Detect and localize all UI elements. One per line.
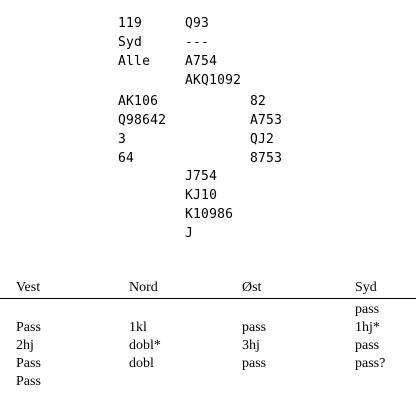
bid-cell: pass bbox=[242, 356, 267, 371]
bidding-header-nord: Nord bbox=[129, 280, 158, 295]
bid-cell: dobl* bbox=[129, 338, 161, 353]
north-clubs: AKQ1092 bbox=[185, 73, 242, 88]
bid-cell: pass bbox=[355, 338, 380, 353]
bid-cell: Pass bbox=[16, 320, 41, 335]
header-divider bbox=[0, 298, 416, 299]
bid-cell: pass bbox=[355, 302, 380, 317]
bid-cell: pass? bbox=[355, 356, 386, 371]
south-diamonds: K10986 bbox=[185, 207, 234, 222]
bid-cell: pass bbox=[242, 320, 267, 335]
bid-cell: dobl bbox=[129, 356, 154, 371]
east-diamonds: QJ2 bbox=[250, 132, 275, 147]
north-hearts: --- bbox=[185, 35, 210, 50]
north-spades: Q93 bbox=[185, 16, 210, 31]
dealer-label: Syd bbox=[118, 35, 143, 50]
west-hearts: Q98642 bbox=[118, 113, 167, 128]
vulnerability-label: Alle bbox=[118, 54, 151, 69]
bidding-header-vest: Vest bbox=[16, 280, 41, 295]
west-spades: AK106 bbox=[118, 94, 159, 109]
bidding-header-syd: Syd bbox=[355, 280, 377, 295]
bid-cell: 3hj bbox=[242, 338, 260, 353]
south-hearts: KJ10 bbox=[185, 188, 218, 203]
bidding-header-ost: Øst bbox=[242, 280, 262, 295]
north-diamonds: A754 bbox=[185, 54, 218, 69]
bid-cell: 2hj bbox=[16, 338, 34, 353]
board-number: 119 bbox=[118, 16, 143, 31]
bid-cell: Pass bbox=[16, 356, 41, 371]
south-clubs: J bbox=[185, 226, 194, 241]
bid-cell: 1kl bbox=[129, 320, 147, 335]
south-spades: J754 bbox=[185, 169, 218, 184]
bid-cell: 1hj* bbox=[355, 320, 380, 335]
east-hearts: A753 bbox=[250, 113, 283, 128]
west-clubs: 64 bbox=[118, 151, 135, 166]
east-spades: 82 bbox=[250, 94, 267, 109]
bid-cell: Pass bbox=[16, 374, 41, 389]
west-diamonds: 3 bbox=[118, 132, 127, 147]
east-clubs: 8753 bbox=[250, 151, 283, 166]
